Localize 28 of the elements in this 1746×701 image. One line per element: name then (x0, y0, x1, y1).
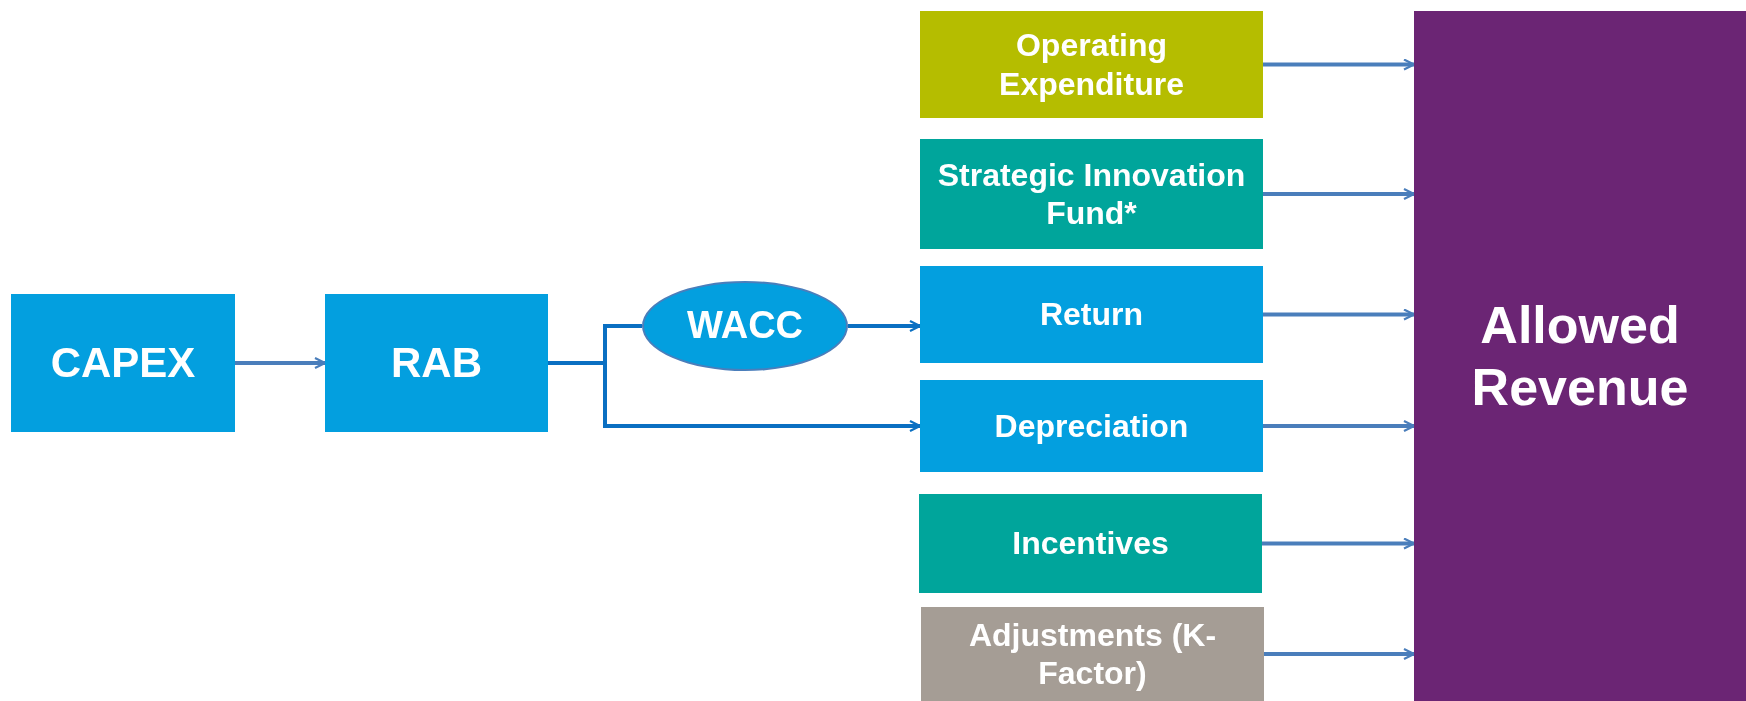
arrow (1263, 187, 1416, 201)
process-box (1414, 11, 1746, 701)
node-label: CAPEX (50, 337, 196, 388)
process-box (325, 294, 548, 432)
arrow (848, 319, 922, 333)
process-box (920, 380, 1263, 472)
node-label: WACC (686, 303, 804, 349)
process-box (921, 607, 1264, 701)
process-box (919, 494, 1262, 593)
node-label: Depreciation (994, 406, 1189, 446)
process-box (920, 266, 1263, 363)
arrow (1263, 308, 1416, 321)
node-label: Operating Expenditure (998, 26, 1185, 103)
node-label: Allowed Revenue (1470, 294, 1690, 418)
node-label: RAB (391, 337, 482, 388)
node-label: Adjustments (K-Factor) (967, 615, 1218, 693)
node-label: Return (1039, 295, 1144, 334)
arrow (548, 361, 922, 433)
arrow (1262, 537, 1416, 550)
process-box (11, 294, 235, 432)
arrow (1263, 58, 1416, 71)
process-box (920, 11, 1263, 118)
process-box (920, 139, 1263, 249)
node-label: Strategic Innovation Fund* (936, 155, 1247, 233)
arrow (1263, 419, 1416, 433)
node-label: Incentives (1012, 524, 1169, 563)
arrow (235, 356, 327, 370)
arrow (1264, 647, 1416, 661)
